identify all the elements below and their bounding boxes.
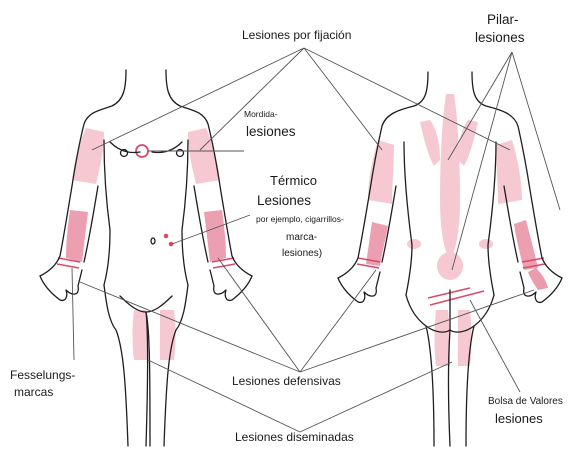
burn-mark-1: [164, 234, 169, 239]
fixation-label: Lesiones por fijación: [242, 29, 351, 43]
bite-label-line2: lesiones: [246, 124, 296, 140]
lower-back-right-lesion: [407, 239, 421, 249]
right-scapula-lesion: [420, 120, 440, 166]
thermal-label-line3: por ejemplo, cigarrillos-: [256, 215, 344, 225]
stock-marks: [428, 288, 484, 305]
thermal-label-line5: lesiones): [282, 248, 322, 260]
thermal-label-line2: Lesiones: [257, 193, 311, 209]
bite-mark: [136, 145, 148, 157]
spine-lesion: [440, 94, 460, 260]
stock-label-line2: lesiones: [495, 412, 543, 427]
scattered-label: Lesiones diseminadas: [235, 431, 354, 445]
back-right-thigh-lesion: [435, 310, 451, 366]
pillar-label-line1: Pilar-: [487, 12, 519, 28]
sacral-lesion: [437, 252, 463, 280]
lower-back-left-lesion: [479, 239, 493, 249]
front-left-forearm-lesion: [204, 210, 226, 262]
thermal-label-line1: Térmico: [270, 174, 317, 189]
stock-label-line1: Bolsa de Valores: [488, 396, 563, 408]
pillar-label-line2: lesiones: [475, 30, 525, 46]
back-right-upperarm-lesion: [368, 140, 394, 204]
stock-leader: [470, 300, 520, 392]
back-left-hand-lesion: [528, 268, 548, 290]
front-right-forearm-lesion: [66, 210, 88, 262]
front-right-thigh-lesion: [133, 310, 149, 360]
front-body-lesions: [57, 128, 235, 360]
defensive-label: Lesiones defensivas: [232, 375, 341, 389]
bite-label-line1: Mordida-: [244, 110, 278, 120]
scattered-leader: [148, 360, 452, 432]
fetter-label-line1: Fesselungs-: [10, 369, 75, 383]
fetter-leader: [72, 268, 74, 360]
thermal-label-line4: marca-: [286, 232, 317, 244]
fetter-label-line2: marcas: [14, 386, 53, 400]
